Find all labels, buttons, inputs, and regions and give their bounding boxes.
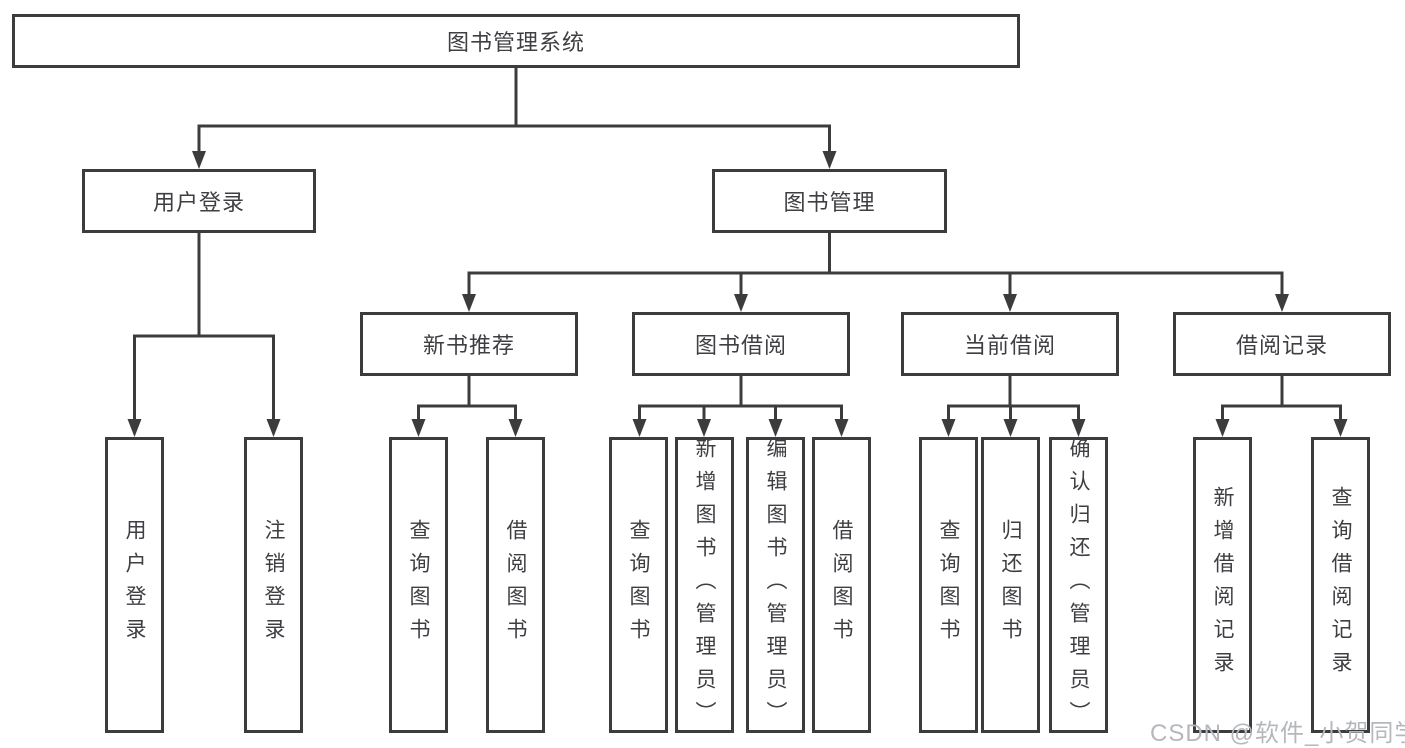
leaf-add-borrow-record-label: 新增借阅记录	[1211, 486, 1234, 684]
leaf-edit-book-admin: 编辑图书（管理员）	[746, 436, 805, 734]
arrowheads	[127, 151, 1348, 437]
leaf-query-book-recommend: 查询图书	[389, 437, 448, 733]
node-borrow-records: 借阅记录	[1173, 312, 1391, 376]
leaf-logout-label: 注销登录	[262, 519, 285, 651]
connector-current-borrow-branch	[947, 376, 1080, 421]
leaf-user-login-label: 用户登录	[123, 519, 146, 651]
leaf-query-book-borrowing: 查询图书	[609, 437, 668, 733]
connector-records-branch	[1221, 376, 1342, 421]
leaf-confirm-return-admin: 确认归还（管理员）	[1049, 436, 1108, 734]
leaf-borrow-book-recommend: 借阅图书	[486, 437, 545, 733]
connector-new-book-branch	[417, 376, 517, 421]
leaf-query-borrow-record-label: 查询借阅记录	[1329, 486, 1352, 684]
leaf-borrow-book: 借阅图书	[812, 437, 871, 733]
leaf-query-book-current: 查询图书	[919, 437, 978, 733]
node-root-label: 图书管理系统	[446, 30, 585, 55]
connector-book-borrow-branch	[638, 376, 843, 421]
node-user-login-label: 用户登录	[152, 190, 245, 215]
node-root-system: 图书管理系统	[12, 14, 1020, 68]
node-book-management: 图书管理	[712, 169, 947, 233]
node-current-borrowing: 当前借阅	[901, 312, 1119, 376]
node-user-login: 用户登录	[82, 169, 316, 233]
leaf-query-borrow-record: 查询借阅记录	[1311, 437, 1370, 733]
leaf-borrow-book-label: 借阅图书	[830, 519, 853, 651]
node-new-book-recommend-label: 新书推荐	[422, 333, 515, 358]
leaf-add-borrow-record: 新增借阅记录	[1193, 437, 1252, 733]
node-book-borrowing-label: 图书借阅	[694, 333, 787, 358]
connector-root	[197, 68, 831, 153]
leaf-query-book-recommend-label: 查询图书	[407, 519, 430, 651]
leaf-confirm-return-admin-label: 确认归还（管理员）	[1067, 436, 1090, 734]
leaf-return-book: 归还图书	[981, 437, 1040, 733]
node-current-borrowing-label: 当前借阅	[963, 333, 1056, 358]
leaf-add-book-admin-label: 新增图书（管理员）	[693, 436, 716, 734]
node-borrow-records-label: 借阅记录	[1235, 333, 1328, 358]
leaf-borrow-book-recommend-label: 借阅图书	[504, 519, 527, 651]
node-book-management-label: 图书管理	[783, 190, 876, 215]
leaf-user-login: 用户登录	[105, 437, 164, 733]
connector-user-login-branch	[133, 233, 275, 421]
leaf-query-book-borrowing-label: 查询图书	[627, 519, 650, 651]
node-new-book-recommend: 新书推荐	[360, 312, 578, 376]
connector-book-mgmt-branch	[467, 233, 1284, 296]
csdn-watermark: CSDN @软件_小贺同学	[1150, 720, 1405, 747]
leaf-edit-book-admin-label: 编辑图书（管理员）	[764, 436, 787, 734]
leaf-logout: 注销登录	[244, 437, 303, 733]
leaf-query-book-current-label: 查询图书	[937, 519, 960, 651]
leaf-add-book-admin: 新增图书（管理员）	[675, 436, 734, 734]
leaf-return-book-label: 归还图书	[999, 519, 1022, 651]
node-book-borrowing: 图书借阅	[632, 312, 850, 376]
